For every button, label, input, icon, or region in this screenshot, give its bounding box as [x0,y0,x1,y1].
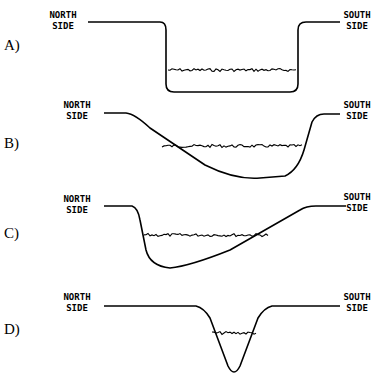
choice-letter: B) [4,134,19,152]
side-label: SOUTH SIDE [334,10,380,32]
side-label: SOUTH SIDE [334,100,380,122]
side-label: NORTH SIDE [54,292,100,314]
water-surface [212,332,256,335]
side-label: NORTH SIDE [40,10,86,32]
side-label: NORTH SIDE [54,194,100,216]
channel-profile [104,206,346,268]
side-label: SOUTH SIDE [334,292,380,314]
choice-letter: C) [4,224,19,242]
water-surface [168,69,296,72]
water-surface [162,145,302,148]
choice-letter: A) [4,36,20,54]
choice-letter: D) [4,320,20,338]
channel-profile [88,22,340,92]
side-label: NORTH SIDE [54,100,100,122]
side-label: SOUTH SIDE [334,192,380,214]
channel-profile [104,306,340,372]
channel-profile [104,113,340,178]
water-surface [144,234,268,237]
